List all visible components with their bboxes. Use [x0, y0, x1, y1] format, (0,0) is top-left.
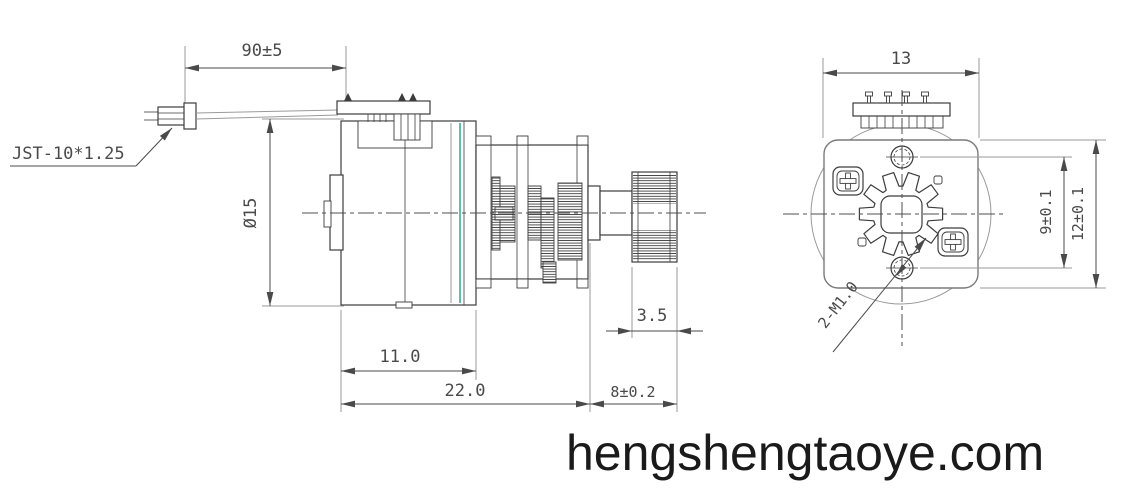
watermark-text: hengshengtaoye.com: [566, 425, 1045, 481]
dim-diameter-label: Ø15: [241, 198, 261, 229]
jst-connector: JST-10*1.25: [10, 102, 339, 167]
dimension-hole-spacing: 9±0.1: [920, 156, 1072, 269]
pin-icon: [409, 93, 417, 101]
dim-pinion-width-label: 3.5: [637, 306, 668, 326]
pin-icon: [398, 93, 406, 101]
dimension-height: 12±0.1: [980, 139, 1106, 289]
dim-overall-length-label: 22.0: [445, 381, 486, 401]
dim-width-label: 13: [891, 49, 911, 69]
dim-wire-length-label: 90±5: [242, 41, 283, 61]
dimension-shaft-length: 8±0.2: [590, 383, 677, 408]
dimension-pinion-width: 3.5: [606, 267, 703, 412]
motor-body: [323, 93, 477, 309]
dim-hole-spacing-label: 9±0.1: [1037, 189, 1055, 234]
pcb-side: [336, 93, 431, 141]
phillips-screw-icon: [937, 227, 969, 257]
pcb-front: [852, 91, 951, 129]
dimension-overall-length: 22.0: [341, 243, 591, 412]
dimension-width: 13: [822, 49, 980, 138]
gearbox: [475, 135, 601, 289]
dim-height-label: 12±0.1: [1069, 187, 1087, 241]
dimension-wire-length: 90±5: [184, 41, 347, 106]
output-gear: [599, 171, 678, 263]
connector-leader: [135, 127, 173, 167]
dimension-motor-length: 11.0: [340, 310, 477, 412]
phillips-screw-icon: [832, 166, 864, 196]
dimension-diameter: Ø15: [241, 118, 344, 307]
planetary-gears: [491, 176, 583, 284]
wire: [195, 109, 339, 114]
connector-label: JST-10*1.25: [12, 144, 125, 164]
dim-motor-length-label: 11.0: [380, 347, 421, 367]
side-view: 90±5 JST-10*1.25: [10, 41, 706, 412]
front-view: 13 9±0.1 12±0.1 2-M1.0: [783, 49, 1106, 353]
pin-icon: [344, 93, 352, 101]
dim-shaft-length-label: 8±0.2: [610, 383, 655, 401]
pin-header-icon: [865, 91, 929, 104]
